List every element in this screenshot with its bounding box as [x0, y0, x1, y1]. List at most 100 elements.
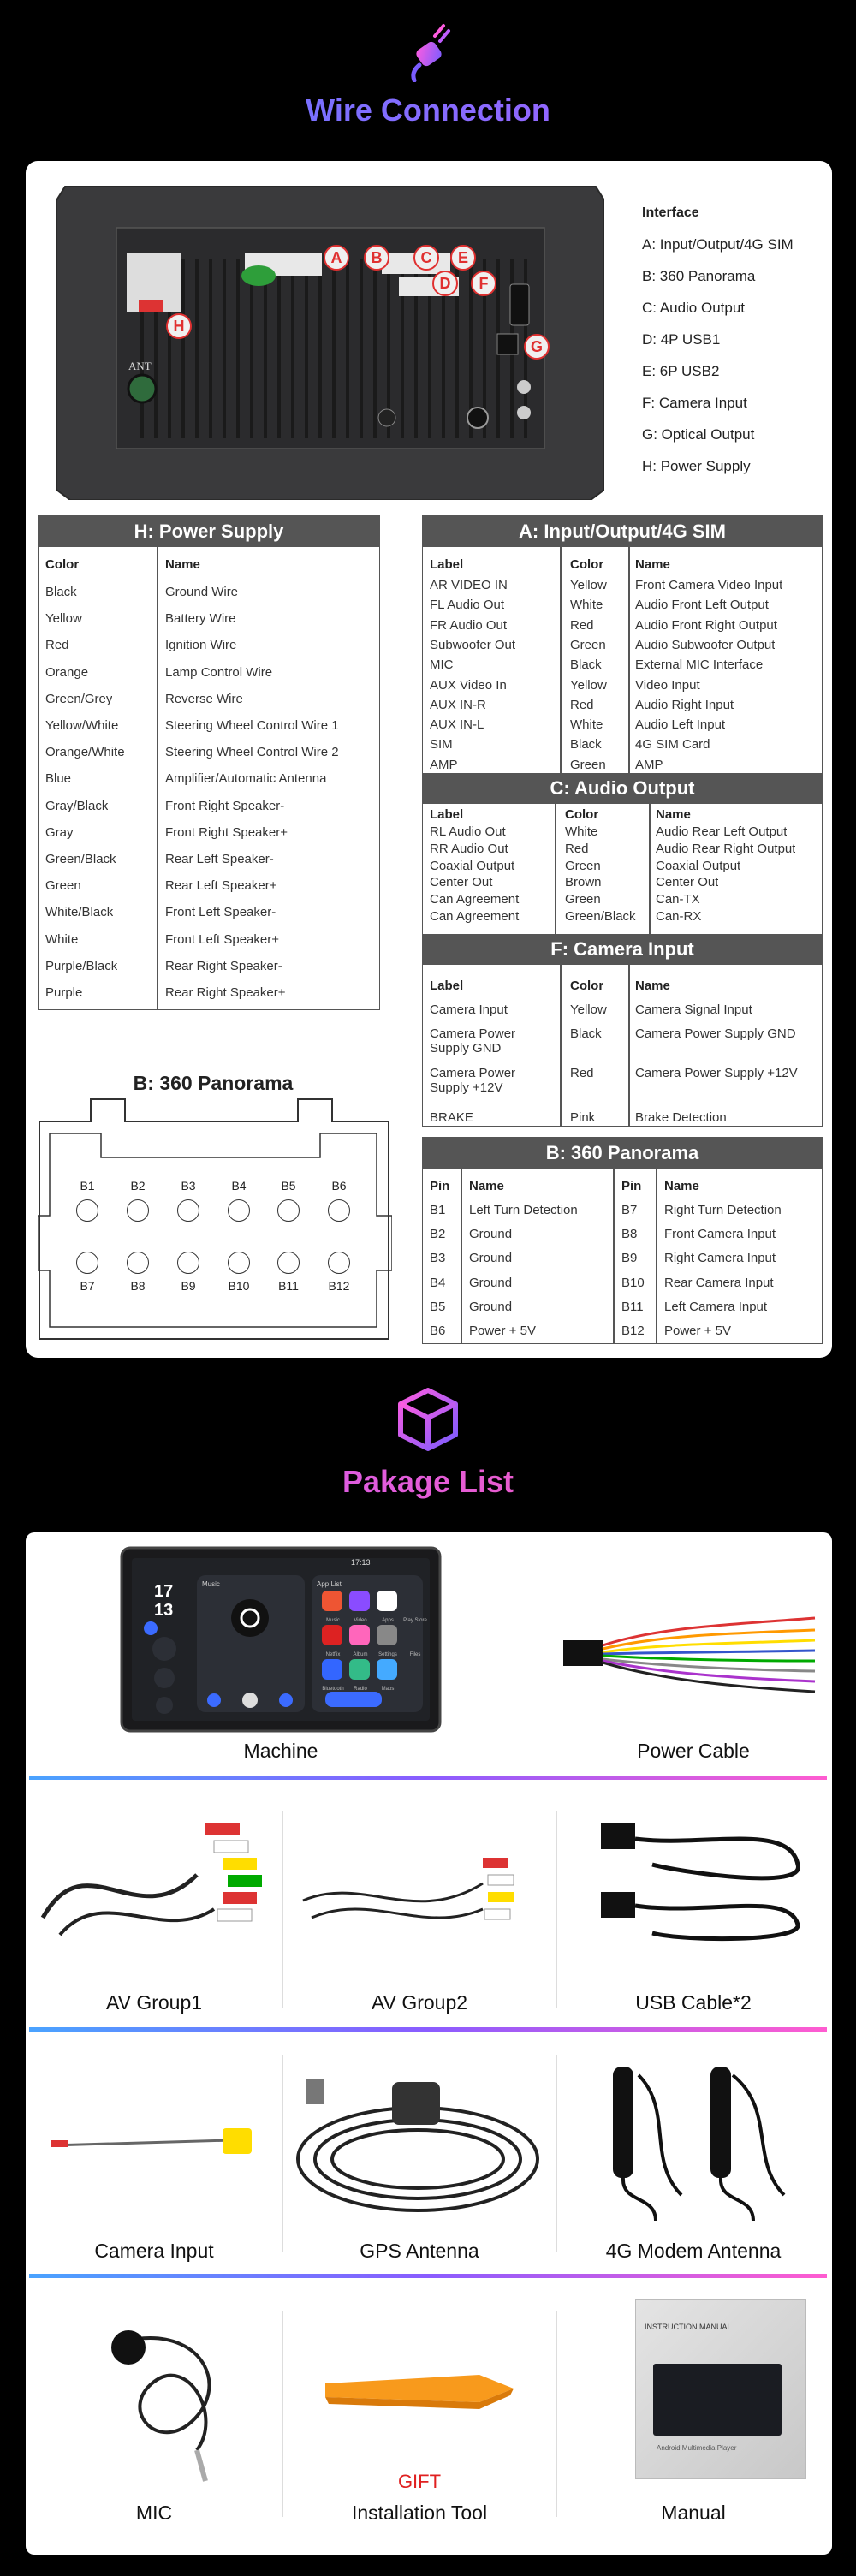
camera-row-name: Brake Detection: [635, 1110, 727, 1125]
panorama-pin: B2: [430, 1227, 446, 1242]
audio-title: C: Audio Output: [423, 773, 822, 804]
power-row-color: Orange: [45, 664, 89, 680]
audio-row-name: Audio Rear Left Output: [656, 824, 788, 839]
io-row-name: Audio Right Input: [635, 697, 734, 712]
pin-circle: [228, 1199, 250, 1222]
power-row-name: Lamp Control Wire: [165, 664, 273, 680]
power-col-color: Color: [45, 557, 80, 572]
screen-app-name: Music: [326, 1618, 340, 1623]
marker-d: D: [432, 271, 458, 296]
power-row-color: Red: [45, 638, 69, 653]
camera-row-color: Pink: [570, 1110, 596, 1125]
camera-hdr-name: Name: [635, 979, 670, 993]
panorama-name: Left Camera Input: [664, 1299, 768, 1314]
pin-circle: [277, 1252, 300, 1274]
screen-app-name: Settings: [378, 1652, 397, 1657]
panorama-pin: B11: [621, 1299, 644, 1314]
interface-item: E: 6P USB2: [642, 363, 720, 379]
screen-status-time: 17:13: [351, 1558, 371, 1567]
pkg-label-usb-cable: USB Cable*2: [635, 1991, 752, 2014]
io-row-color: Yellow: [570, 578, 607, 592]
device-ant-label: ANT: [128, 360, 152, 372]
camera-row-label: Camera Power Supply GND: [430, 1026, 516, 1056]
audio-row-color: Green/Black: [565, 909, 636, 924]
audio-row-label: Coaxial Output: [430, 858, 515, 873]
io-row-name: Audio Left Input: [635, 717, 726, 733]
marker-h: H: [166, 313, 192, 339]
pin-circle: [228, 1252, 250, 1274]
power-row-color: Green/Grey: [45, 691, 113, 706]
section-title-wire: Wire Connection: [0, 92, 856, 128]
screen-app-name: Bluetooth: [322, 1687, 344, 1692]
camera-row-name: Camera Power Supply GND: [635, 1026, 796, 1041]
screen-app-name: Apps: [382, 1618, 394, 1623]
pin-label: B5: [281, 1179, 296, 1193]
io-hdr-color: Color: [570, 557, 604, 572]
screen-app-name: Video: [354, 1618, 367, 1623]
screen-app-name: Play Store: [403, 1618, 427, 1623]
power-row-color: White: [45, 931, 79, 947]
camera-title: F: Camera Input: [423, 934, 822, 965]
audio-row-color: Green: [565, 858, 601, 873]
panorama-name: Power + 5V: [664, 1324, 731, 1338]
section-title-package: Pakage List: [0, 1464, 856, 1500]
pin-circle: [127, 1199, 149, 1222]
panorama-name: Left Turn Detection: [469, 1203, 578, 1217]
usb-cable-image: [584, 1813, 823, 1950]
interface-legend: Interface A: Input/Output/4G SIM B: 360 …: [642, 205, 794, 490]
io-row-color: White: [570, 717, 603, 733]
power-supply-title: H: Power Supply: [39, 516, 379, 547]
panorama-pin: B6: [430, 1324, 446, 1338]
power-row-color: Green/Black: [45, 852, 116, 866]
audio-row-color: Brown: [565, 875, 602, 890]
io-row-name: 4G SIM Card: [635, 737, 710, 753]
plug-icon: [402, 15, 454, 83]
power-cable-image: [558, 1609, 823, 1695]
box-icon: [397, 1387, 459, 1452]
power-row-color: Yellow/White: [45, 718, 119, 733]
pin-circle: [177, 1252, 199, 1274]
io-row-label: AUX Video In: [430, 677, 507, 693]
io-row-color: Green: [570, 757, 606, 772]
marker-c: C: [413, 245, 439, 271]
io-row-name: External MIC Interface: [635, 657, 764, 673]
marker-e: E: [450, 245, 476, 271]
pin-label: B4: [231, 1179, 247, 1193]
installation-tool-image: [317, 2349, 522, 2435]
pin-label: B8: [130, 1279, 146, 1293]
power-row-name: Front Left Speaker-: [165, 905, 276, 920]
power-row-name: Front Right Speaker+: [165, 824, 288, 840]
io-row-label: AUX IN-L: [430, 717, 484, 733]
audio-hdr-color: Color: [565, 807, 599, 822]
pin-circle: [277, 1199, 300, 1222]
modem-antenna-image: [604, 2058, 810, 2229]
mic-image: [86, 2322, 248, 2484]
power-row-color: Orange/White: [45, 745, 125, 760]
io-row-label: Subwoofer Out: [430, 637, 516, 652]
io-row-color: Yellow: [570, 677, 607, 693]
power-col-name: Name: [165, 557, 200, 572]
io-row-label: SIM: [430, 737, 453, 753]
pin-label: B1: [80, 1179, 95, 1193]
panorama-name: Right Turn Detection: [664, 1203, 782, 1217]
gps-antenna-image: [289, 2065, 546, 2228]
panorama-name: Right Camera Input: [664, 1251, 776, 1266]
camera-row-name: Camera Power Supply +12V: [635, 1066, 798, 1080]
audio-row-name: Can-TX: [656, 892, 700, 907]
pin-label: B6: [331, 1179, 347, 1193]
io-row-color: Black: [570, 737, 602, 753]
pin-circle: [177, 1199, 199, 1222]
power-row-name: Ignition Wire: [165, 638, 237, 653]
audio-hdr-label: Label: [430, 807, 464, 822]
io-row-color: Black: [570, 657, 602, 673]
io-row-label: AUX IN-R: [430, 697, 486, 712]
screen-app-name: Files: [409, 1652, 421, 1657]
marker-g: G: [524, 334, 550, 360]
io-row-color: White: [570, 598, 603, 613]
panorama-title: B: 360 Panorama: [423, 1138, 822, 1169]
pin-label: B2: [130, 1179, 146, 1193]
camera-hdr-label: Label: [430, 979, 464, 993]
audio-row-color: Red: [565, 841, 589, 856]
power-row-name: Steering Wheel Control Wire 1: [165, 718, 339, 733]
